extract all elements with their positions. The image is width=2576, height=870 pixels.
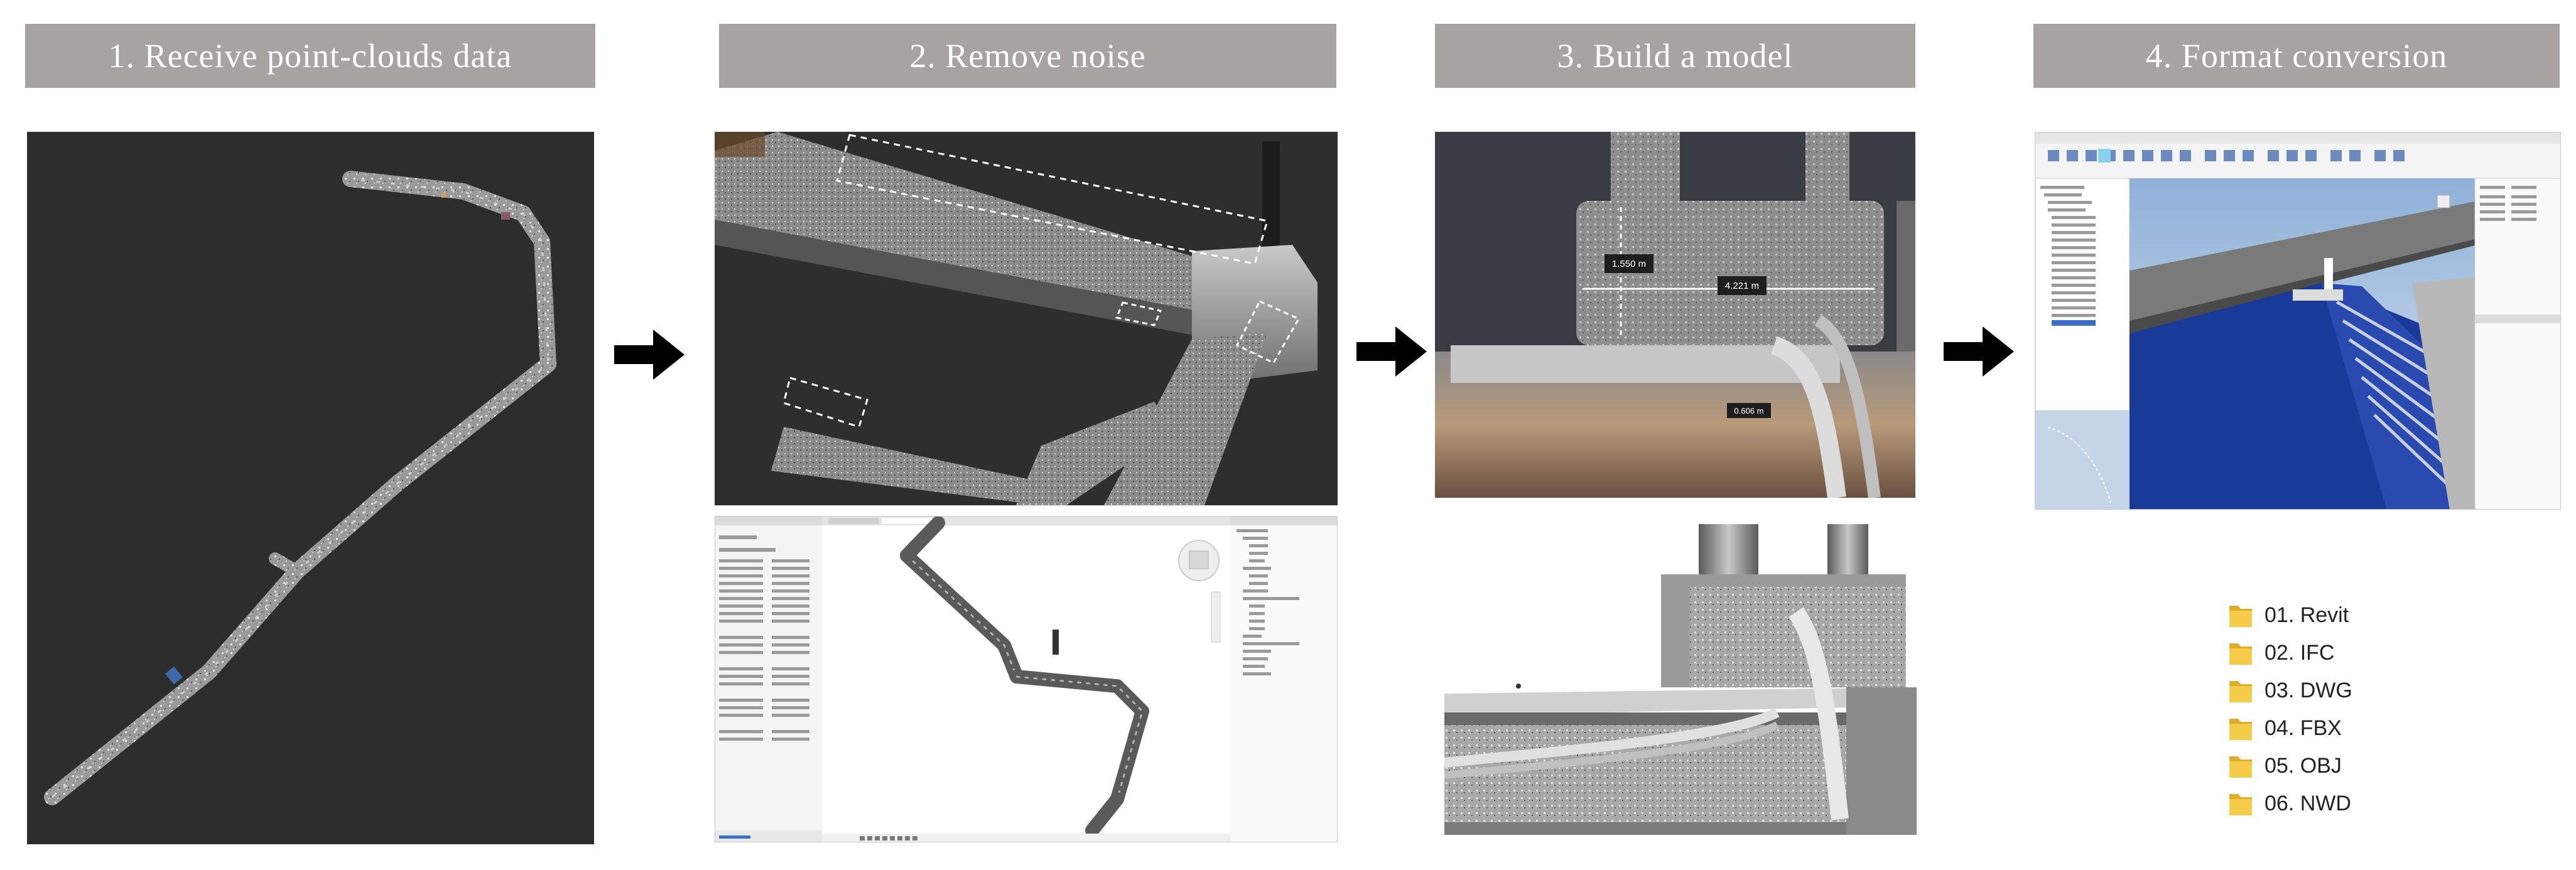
folder-label: 03. DWG [2265,678,2352,702]
depth-measure: 0.606 m [1734,406,1764,416]
point-cloud-raw-view [27,132,594,844]
navisworks-ui [2035,132,2560,509]
built-model-view [1444,524,1917,835]
right-arrow-icon [1356,326,1427,380]
right-arrow-icon [1944,326,2014,380]
folder-icon [2228,602,2253,628]
folder-icon [2228,790,2253,817]
folder-label: 02. IFC [2265,640,2335,665]
right-arrow-icon [614,330,685,383]
step-1-label: 1. Receive point-clouds data [108,37,512,75]
folder-icon [2228,677,2253,704]
folder-icon [2228,753,2253,779]
folder-label: 01. Revit [2265,603,2349,627]
noise-removal-view [715,132,1338,505]
folder-icon [2228,640,2253,666]
folder-label: 05. OBJ [2265,753,2342,778]
folder-item-ifc[interactable]: 02. IFC [2228,634,2352,672]
step-3-label: 3. Build a model [1557,37,1794,75]
conversion-software-view [2035,132,2561,510]
step-4-label: 4. Format conversion [2145,37,2448,75]
step-2-header: 2. Remove noise [719,24,1336,88]
measured-scan-view: 1.550 m 4.221 m 0.606 m [1435,132,1915,498]
folder-icon [2228,715,2253,741]
export-format-list: 01. Revit 02. IFC 03. DWG 04. FBX 05. OB… [2228,596,2352,822]
folder-item-obj[interactable]: 05. OBJ [2228,747,2352,785]
software-ui [715,517,1337,842]
scan-with-dimensions: 1.550 m 4.221 m 0.606 m [1435,132,1915,498]
folder-label: 04. FBX [2265,716,2342,740]
tunnel-point-cloud [44,171,556,805]
folder-item-dwg[interactable]: 03. DWG [2228,672,2352,709]
step-4-header: 4. Format conversion [2033,24,2560,88]
folder-item-fbx[interactable]: 04. FBX [2228,709,2352,747]
width-measure: 4.221 m [1725,281,1759,291]
step-2-label: 2. Remove noise [909,37,1146,75]
height-measure: 1.550 m [1612,259,1646,269]
step-3-header: 3. Build a model [1435,24,1915,88]
step-1-header: 1. Receive point-clouds data [25,24,595,88]
folder-item-revit[interactable]: 01. Revit [2228,596,2352,634]
tunnel-model [1444,524,1917,835]
software-view [715,516,1338,842]
cleaned-point-cloud [715,132,1318,505]
folder-item-nwd[interactable]: 06. NWD [2228,785,2352,822]
folder-label: 06. NWD [2265,791,2351,815]
